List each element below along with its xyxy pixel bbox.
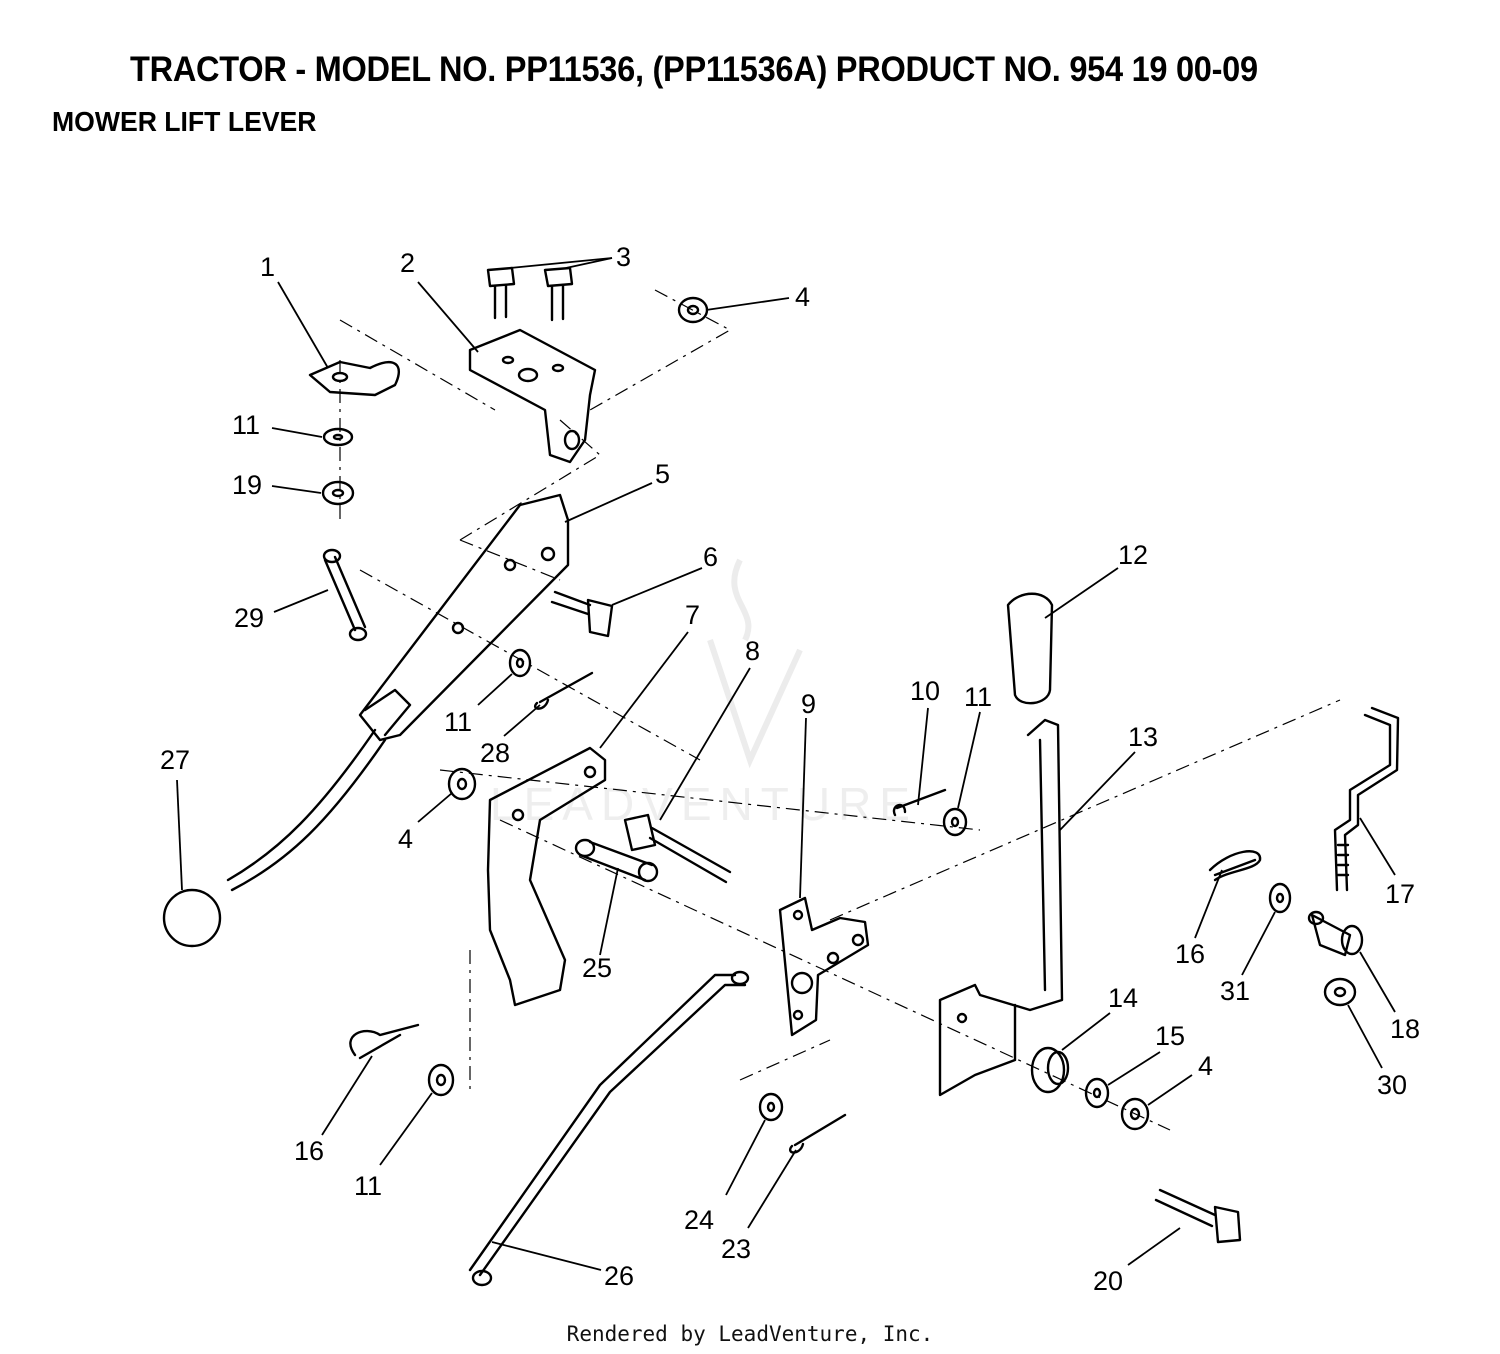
callout-20: 20 (1093, 1266, 1123, 1296)
callout-16: 16 (294, 1136, 324, 1166)
callout-9: 9 (801, 689, 816, 719)
callout-23: 23 (721, 1234, 751, 1264)
callout-16: 16 (1175, 939, 1205, 969)
callout-4: 4 (398, 824, 413, 854)
callout-11: 11 (444, 707, 472, 737)
callout-4: 4 (795, 282, 810, 312)
part-10-pin (892, 788, 947, 817)
part-8-bolt (623, 813, 732, 884)
part-5-arm (358, 493, 570, 742)
callout-4: 4 (1198, 1051, 1213, 1081)
callout-1: 1 (260, 252, 275, 282)
part-23-pin (789, 1113, 847, 1154)
callout-27: 27 (160, 745, 190, 775)
part-3-bolts (486, 266, 574, 322)
part-27-knob (162, 888, 222, 948)
callout-19: 19 (232, 470, 262, 500)
part-2-bracket (468, 328, 597, 464)
part-31-washer (1268, 882, 1292, 914)
part-1-clip (308, 360, 400, 397)
part-4-nut-c (1120, 1097, 1150, 1131)
callout-24: 24 (684, 1205, 714, 1235)
callout-30: 30 (1377, 1070, 1407, 1100)
part-24-washer (758, 1092, 784, 1122)
part-27-cable (226, 728, 377, 882)
callout-10: 10 (910, 676, 940, 706)
part-16-hairpin-b (1208, 850, 1262, 882)
part-25-spacer (574, 838, 659, 883)
callout-6: 6 (703, 542, 718, 572)
part-7-plate (486, 746, 607, 1007)
part-9-bracket (778, 896, 870, 1037)
watermark-logo (707, 558, 803, 769)
part-18-pivot (1307, 910, 1364, 957)
page-title: TRACTOR - MODEL NO. PP11536, (PP11536A) … (130, 50, 1258, 89)
part-11-washer-a (322, 427, 354, 447)
callout-11: 11 (232, 410, 260, 440)
section-title: MOWER LIFT LEVER (52, 106, 317, 137)
callout-labels: 1 2 3 4 11 19 5 29 6 7 12 8 9 10 11 13 2… (160, 242, 1420, 1296)
assembly-lines (339, 289, 1341, 1131)
callout-8: 8 (745, 636, 760, 666)
part-30-nut (1323, 977, 1357, 1007)
part-17-rod (1333, 706, 1400, 892)
callout-2: 2 (400, 248, 415, 278)
part-20-bolt (1154, 1188, 1242, 1244)
part-13-lever (938, 718, 1064, 1097)
part-12-grip (1006, 592, 1054, 705)
callout-11: 11 (964, 682, 992, 712)
part-14-bushing (1030, 1046, 1070, 1094)
callout-5: 5 (655, 459, 670, 489)
part-15-washer (1084, 1077, 1110, 1109)
callout-31: 31 (1220, 976, 1250, 1006)
callout-28: 28 (480, 738, 510, 768)
callout-3: 3 (616, 242, 631, 272)
parts (162, 266, 1400, 1287)
callout-14: 14 (1108, 983, 1138, 1013)
callout-18: 18 (1390, 1014, 1420, 1044)
part-29-link (322, 548, 368, 642)
callout-29: 29 (234, 603, 264, 633)
leader-lines (176, 257, 1396, 1271)
part-11-washer-c (942, 807, 968, 837)
part-11-washer-b (508, 648, 532, 678)
part-4-nut-b (447, 767, 477, 801)
callout-12: 12 (1118, 540, 1148, 570)
callout-11: 11 (354, 1171, 382, 1201)
callout-7: 7 (685, 600, 700, 630)
callout-26: 26 (604, 1261, 634, 1291)
part-16-hairpin-a (349, 1023, 420, 1060)
callout-17: 17 (1385, 879, 1415, 909)
part-6-bolt (550, 590, 614, 638)
part-19-nut (321, 480, 355, 506)
part-11-washer-d (427, 1063, 455, 1097)
callout-25: 25 (582, 953, 612, 983)
part-26-rod (468, 970, 750, 1287)
callout-13: 13 (1128, 722, 1158, 752)
footer-credit: Rendered by LeadVenture, Inc. (566, 1322, 934, 1346)
watermark-text: LEADVENTURE (490, 778, 918, 830)
callout-15: 15 (1155, 1021, 1185, 1051)
part-28-pin (534, 671, 594, 710)
